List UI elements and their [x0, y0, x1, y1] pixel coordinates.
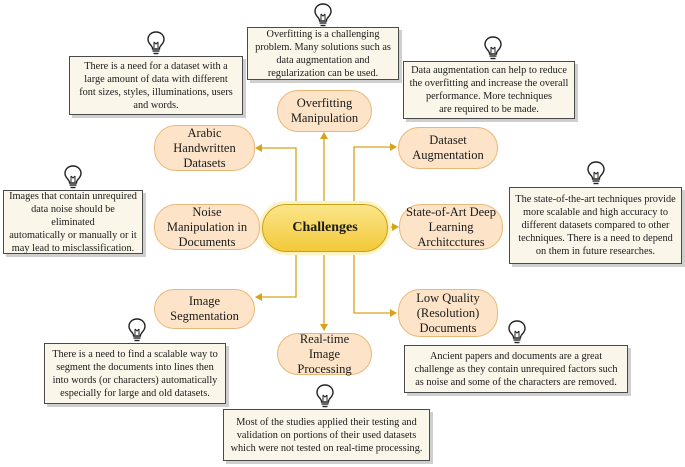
- note-realtime: Most of the studies applied their testin…: [223, 409, 430, 461]
- lightbulb-icon: [147, 31, 165, 55]
- topic-sota: State-of-Art Deep Learning Architcctures: [399, 204, 503, 250]
- note-arabic: There is a need for a dataset with a lar…: [69, 56, 243, 115]
- connector-dataset-aug: [353, 143, 397, 204]
- challenges-center-node: Challenges: [262, 204, 388, 252]
- topic-image-seg: Image Segmentation: [154, 289, 255, 329]
- topic-overfitting: Overfitting Manipulation: [277, 90, 372, 132]
- connector-image-seg: [255, 250, 297, 301]
- lightbulb-icon: [128, 318, 146, 342]
- connector-low-quality: [353, 250, 397, 317]
- note-noise: Images that contain unrequired data nois…: [3, 190, 143, 254]
- note-dataset-aug: Data augmentation can help to reduce the…: [403, 61, 575, 119]
- lightbulb-icon: [314, 3, 332, 27]
- lightbulb-icon: [484, 36, 502, 60]
- note-image-seg: There is a need to find a scalable way t…: [44, 343, 226, 404]
- topic-low-quality: Low Quality (Resolution) Documents: [398, 289, 498, 337]
- topic-arabic: Arabic Handwritten Datasets: [154, 125, 255, 171]
- lightbulb-icon: [587, 161, 605, 185]
- lightbulb-icon: [316, 384, 334, 408]
- note-low-quality: Ancient papers and documents are a great…: [404, 345, 628, 393]
- topic-noise: Noise Manipulation in Documents: [154, 204, 260, 250]
- note-overfitting: Overfitting is a challenging problem. Ma…: [247, 27, 399, 80]
- lightbulb-icon: [508, 320, 526, 344]
- note-sota: The state-of-the-art techniques provide …: [509, 187, 682, 264]
- connector-arabic: [255, 144, 297, 204]
- lightbulb-icon: [64, 165, 82, 189]
- topic-realtime: Real-time Image Processing: [277, 332, 372, 376]
- topic-dataset-aug: Dataset Augmentation: [398, 127, 498, 169]
- center-label: Challenges: [292, 220, 358, 235]
